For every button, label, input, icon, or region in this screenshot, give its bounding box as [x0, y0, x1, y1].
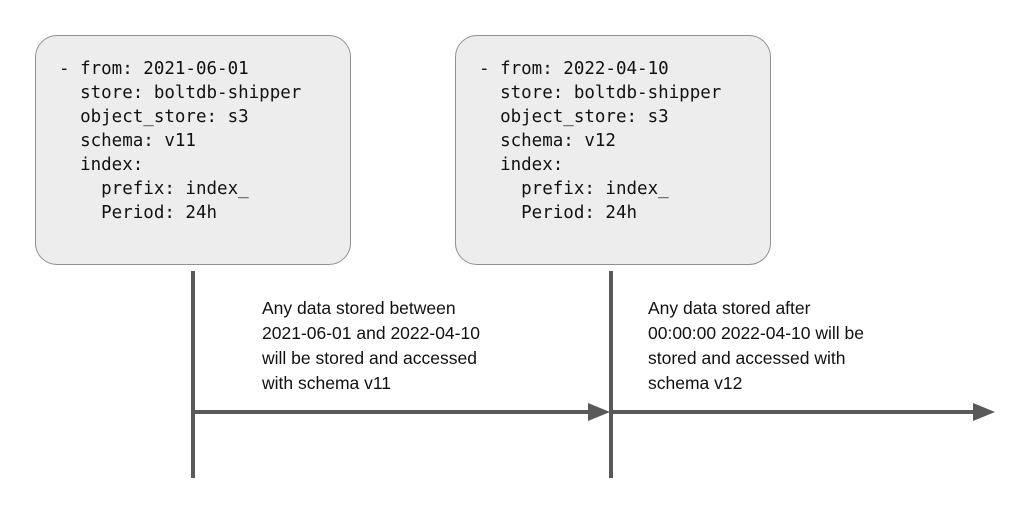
annotation-v12-period: Any data stored after 00:00:00 2022-04-1…	[648, 298, 864, 393]
timeline-tick-2022-04-10	[609, 271, 613, 478]
schema-config-v12-box: - from: 2022-04-10 store: boltdb-shipper…	[455, 35, 771, 265]
schema-config-v11-box: - from: 2021-06-01 store: boltdb-shipper…	[35, 35, 351, 265]
arrowhead-icon	[588, 403, 610, 421]
timeline-segment-v12	[611, 410, 974, 414]
timeline-segment-v11	[193, 410, 589, 414]
schema-config-v12-text: - from: 2022-04-10 store: boltdb-shipper…	[479, 59, 722, 223]
schema-config-v11-text: - from: 2021-06-01 store: boltdb-shipper…	[59, 59, 302, 223]
annotation-v11-period: Any data stored between 2021-06-01 and 2…	[262, 298, 480, 393]
arrowhead-icon	[973, 403, 995, 421]
timeline-tick-2021-06-01	[191, 271, 195, 478]
